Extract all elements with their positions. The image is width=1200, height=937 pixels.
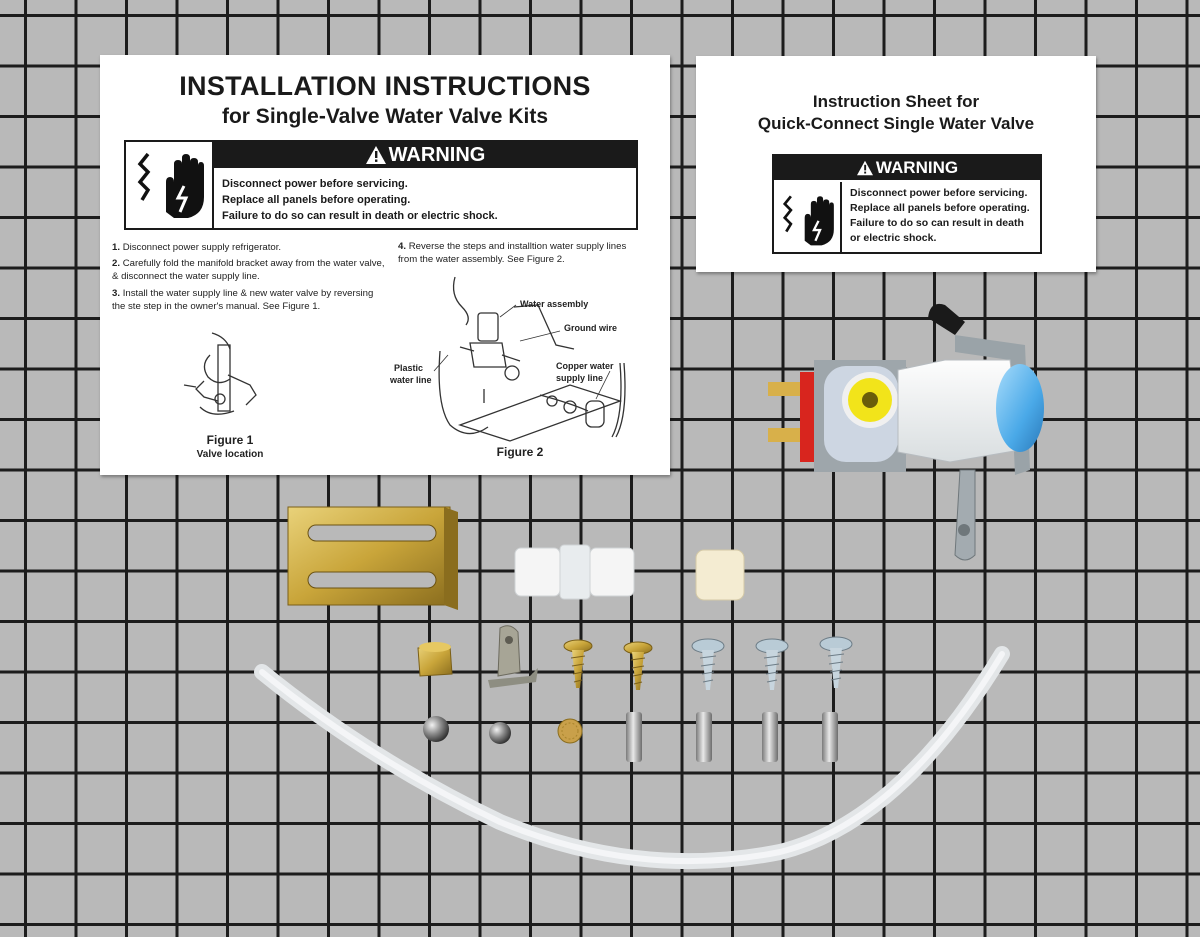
label-plastic-line: Plastic	[394, 363, 424, 373]
small-warning-header	[774, 156, 1040, 180]
sheet-title: INSTALLATION INSTRUCTIONS	[179, 71, 591, 101]
shock-hand-icon	[782, 195, 834, 246]
label-copper-line: Copper water	[556, 361, 614, 371]
small-warning-icon-cell	[774, 182, 842, 252]
brass-filter	[557, 718, 583, 744]
installation-instruction-sheet: INSTALLATION INSTRUCTIONS for Single-Val…	[100, 55, 670, 475]
small-warning-box: WARNING Disconnect power before servicin…	[772, 154, 1042, 254]
silver-screw	[819, 636, 853, 688]
step-text: Carefully fold the manifold bracket away…	[112, 258, 385, 282]
step-text: Install the water supply line & new wate…	[112, 288, 374, 312]
label-plastic-line: water line	[390, 375, 432, 385]
sheet-subtitle: for Single-Valve Water Valve Kits	[221, 105, 548, 128]
small-warning-line: or electric shock.	[850, 232, 937, 244]
warning-title: WARNING	[388, 143, 486, 166]
figure-1-subcaption: Valve location	[196, 449, 264, 460]
brass-screw	[623, 641, 653, 690]
warning-icon-cell	[126, 142, 214, 228]
instruction-step: 1. Disconnect power supply refrigerator.	[112, 241, 382, 254]
small-bracket	[488, 625, 538, 688]
step-text: Reverse the steps and installtion water …	[398, 241, 627, 265]
warning-triangle-icon	[365, 146, 386, 164]
figure-1-drawing	[183, 332, 257, 415]
cream-spacer	[695, 549, 745, 601]
step-number: 1.	[112, 242, 121, 253]
warning-line: Replace all panels before operating.	[222, 194, 411, 206]
figure-1-caption: Figure 1	[206, 433, 254, 447]
brass-screw	[563, 639, 593, 688]
white-connector	[514, 544, 635, 600]
warning-triangle-icon	[856, 160, 873, 176]
mounting-bracket	[287, 506, 458, 610]
metal-sleeve	[822, 712, 838, 762]
figure-2-drawing	[433, 276, 626, 442]
instruction-step: 4. Reverse the steps and installtion wat…	[398, 240, 648, 266]
silver-screw	[691, 638, 725, 690]
warning-line: Disconnect power before servicing.	[222, 178, 408, 190]
label-water-assembly: Water assembly	[520, 299, 589, 309]
metal-sleeve	[626, 712, 642, 762]
figure-2-caption: Figure 2	[496, 445, 544, 459]
warning-box: WARNING Disconnect power before servicin…	[124, 140, 638, 230]
step-number: 4.	[398, 241, 407, 252]
instruction-step: 2. Carefully fold the manifold bracket a…	[112, 257, 388, 283]
water-valve	[768, 303, 1044, 561]
steel-ball	[423, 716, 449, 742]
small-warning-line: Disconnect power before servicing.	[850, 187, 1028, 199]
instruction-step: 3. Install the water supply line & new w…	[112, 287, 388, 313]
label-ground-wire: Ground wire	[564, 323, 618, 333]
metal-sleeve	[762, 712, 778, 762]
shock-hand-icon	[137, 152, 204, 218]
small-sheet-title: Quick-Connect Single Water Valve	[757, 114, 1035, 133]
step-number: 3.	[112, 288, 121, 299]
small-warning-title: WARNING	[875, 158, 959, 177]
quick-connect-instruction-sheet: Instruction Sheet for Quick-Connect Sing…	[696, 56, 1096, 272]
warning-line: Failure to do so can result in death or …	[222, 210, 498, 222]
steel-ball	[489, 722, 511, 744]
metal-sleeve	[696, 712, 712, 762]
small-warning-line: Failure to do so can result in death	[850, 217, 1024, 229]
small-sheet-title: Instruction Sheet for	[812, 92, 980, 111]
label-copper-line: supply line	[556, 373, 604, 383]
small-warning-line: Replace all panels before operating.	[850, 202, 1030, 214]
silver-screw	[755, 638, 789, 690]
warning-header	[214, 142, 636, 168]
step-text: Disconnect power supply refrigerator.	[122, 242, 282, 253]
plastic-tubing	[254, 646, 1010, 870]
step-number: 2.	[112, 258, 121, 269]
brass-nut	[417, 642, 453, 677]
